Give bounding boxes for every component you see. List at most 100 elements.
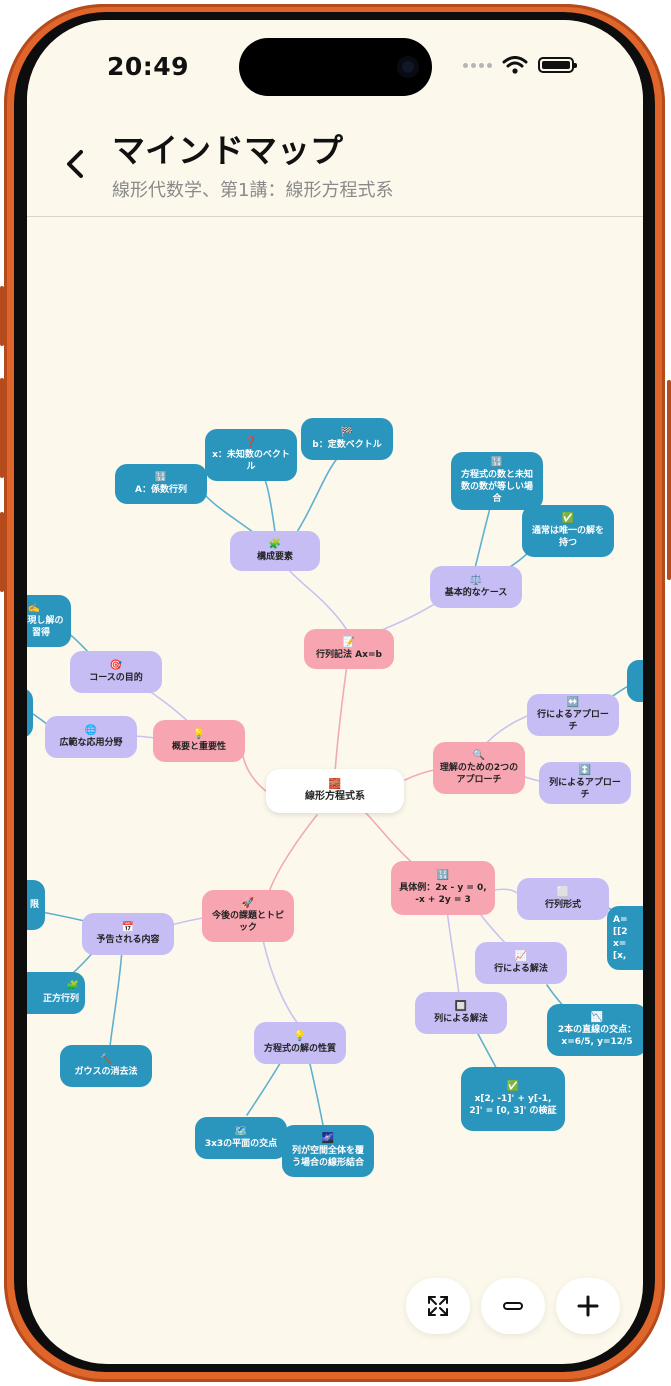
node-applications-left[interactable] [27,688,33,738]
node-label: 列による解法 [434,1014,488,1024]
memo-icon: 📝 [342,637,356,648]
node-square-matrix[interactable]: 🧩 正方行列 [27,972,85,1014]
node-label: 行列形式 [544,900,581,910]
signal-icon [463,62,492,68]
map-icon: 🗺️ [234,1126,248,1137]
node-label: 広範な応用分野 [59,738,123,748]
edge-props-comb [308,1059,324,1126]
target-icon: 🎯 [109,660,123,671]
node-linear-combination[interactable]: 🌌 列が空間全体を覆う場合の線形結合 [282,1125,374,1177]
node-label: 表現し解の習得 [27,616,64,638]
check-icon: ✅ [561,513,575,524]
node-label: 方程式の解の性質 [263,1044,336,1054]
node-row-approach-right[interactable] [627,660,643,702]
side-button-left-3 [0,512,4,592]
zoom-out-button[interactable] [481,1278,545,1334]
edge-root-example [364,811,416,866]
home-indicator [27,1354,643,1364]
node-upcoming-left[interactable]: 限 [27,880,45,930]
node-matrix-form-child[interactable]: A=[[2 x=[x, [607,906,643,970]
back-chevron-icon[interactable] [61,146,91,182]
chart-down-icon: 📉 [590,1012,604,1023]
node-upcoming[interactable]: 📅 予告される内容 [82,913,174,955]
node-two-approaches[interactable]: 🔍 理解のための2つのアプローチ [433,742,525,794]
node-line-intersection[interactable]: 📉 2本の直線の交点：x=6/5, y=12/5 [547,1004,643,1056]
node-label: 具体例：2x - y = 0, -x + 2y = 3 [399,883,487,905]
node-unique-solution[interactable]: ✅ 通常は唯一の解を持つ [522,505,614,557]
node-label: A=[[2 x=[x, [613,915,628,961]
edge-comp-unknown [264,479,276,533]
bulb-icon: 💡 [192,729,206,740]
node-label: x[2, -1]' + y[-1, 2]' = [0, 3]' の検証 [469,1094,557,1116]
plus-icon [577,1295,599,1317]
writing-icon: ✍️ [27,603,41,614]
node-const-vector[interactable]: 🏁 b：定数ベクトル [301,418,393,460]
node-col-solution[interactable]: 🔲 列による解法 [415,992,507,1034]
scale-icon: ⚖️ [469,575,483,586]
edge-matrix-components [288,569,348,631]
edge-future-props [262,939,300,1026]
square-icon: ⬜ [556,887,570,898]
fit-view-button[interactable] [406,1278,470,1334]
node-matrix-form[interactable]: ⬜ 行列形式 [517,878,609,920]
node-solution-props[interactable]: 💡 方程式の解の性質 [254,1022,346,1064]
mind-map-root[interactable]: 🧱 線形方程式系 [266,769,404,813]
rocket-icon: 🚀 [241,898,255,909]
box-icon: 🔲 [454,1001,468,1012]
node-unknown-vector[interactable]: ❓ x：未知数のベクトル [205,429,297,481]
edge-future-upcoming [171,917,204,926]
node-row-approach[interactable]: ↔️ 行によるアプローチ [527,694,619,736]
globe-icon: 🌐 [84,725,98,736]
status-time: 20:49 [107,52,190,81]
node-label: b：定数ベクトル [312,440,382,450]
node-plane-intersection[interactable]: 🗺️ 3x3の平面の交点 [195,1117,287,1159]
page-title: マインドマップ [112,131,343,170]
node-label: 理解のための2つのアプローチ [439,763,519,785]
status-icons [463,56,577,74]
node-course-goal[interactable]: 🎯 コースの目的 [70,651,162,693]
node-applications[interactable]: 🌐 広範な応用分野 [45,716,137,758]
node-verification[interactable]: ✅ x[2, -1]' + y[-1, 2]' = [0, 3]' の検証 [461,1067,565,1131]
calendar-icon: 📅 [121,922,135,933]
numbers-icon: 🔢 [154,472,168,483]
flag-icon: 🏁 [340,427,354,438]
node-label: 今後の課題とトピック [211,911,284,933]
node-col-approach[interactable]: ↕️ 列によるアプローチ [539,762,631,804]
node-label: 通常は唯一の解を持つ [531,526,604,548]
node-course-goal-child[interactable]: ✍️ 表現し解の習得 [27,595,71,647]
node-row-solution[interactable]: 📈 行による解法 [475,942,567,984]
node-example[interactable]: 🔢 具体例：2x - y = 0, -x + 2y = 3 [391,861,495,915]
question-icon: ❓ [244,437,258,448]
node-basic-case[interactable]: ⚖️ 基本的なケース [430,566,522,608]
node-coeff-matrix[interactable]: 🔢 A：係数行列 [115,464,207,504]
edge-props-plane [246,1059,283,1116]
edge-comp-coeff [204,494,258,536]
zoom-in-button[interactable] [556,1278,620,1334]
check-icon: ✅ [506,1081,520,1092]
hammer-icon: 🔨 [99,1054,113,1065]
side-button-left-1 [0,286,4,346]
node-overview[interactable]: 💡 概要と重要性 [153,720,245,762]
screen: 🧱 線形方程式系 📝 行列記法 Ax=b 🧩 構成要素 🔢 A：係数行列 ❓ x… [27,20,643,1364]
battery-icon [538,57,577,73]
side-button-left-2 [0,378,4,478]
node-matrix-notation[interactable]: 📝 行列記法 Ax=b [304,629,394,669]
node-equal-count[interactable]: 🔢 方程式の数と未知数の数が等しい場合 [451,452,543,510]
edge-example-col [446,909,460,996]
node-label: 予告される内容 [96,935,160,945]
node-label: 限 [29,900,39,910]
node-label: 行列記法 Ax=b [316,650,382,660]
node-future[interactable]: 🚀 今後の課題とトピック [202,890,294,942]
node-components[interactable]: 🧩 構成要素 [230,531,320,571]
node-gauss[interactable]: 🔨 ガウスの消去法 [60,1045,152,1087]
edge-comp-const [296,449,346,533]
numbers-icon: 🔢 [490,457,504,468]
magnifier-icon: 🔍 [472,750,486,761]
puzzle-icon: 🧩 [268,539,282,550]
node-label: ガウスの消去法 [74,1067,138,1077]
edge-upcoming-gauss [108,949,123,1056]
left-right-arrow-icon: ↔️ [566,697,580,708]
node-label: 基本的なケース [444,588,508,598]
node-label: 構成要素 [256,552,293,562]
chart-up-icon: 📈 [514,951,528,962]
